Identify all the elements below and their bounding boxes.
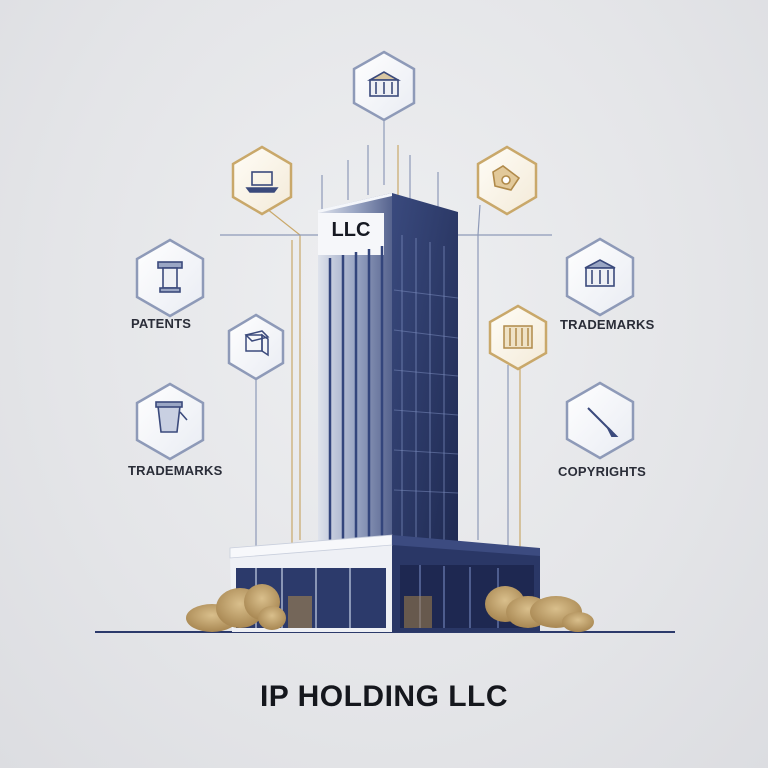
hex-bank [352, 50, 416, 122]
pen-icon [587, 407, 619, 437]
hex-building [488, 304, 548, 371]
hex-pen [565, 381, 635, 460]
label-patents: PATENTS [131, 316, 192, 331]
building-icon [503, 325, 533, 349]
laptop-icon [245, 171, 279, 193]
courthouse-icon [584, 259, 616, 287]
hex-box [227, 313, 285, 381]
hex-laptop [231, 145, 293, 216]
page-title: IP HOLDING LLC [259, 680, 509, 713]
box-icon [244, 330, 270, 357]
hex-globe [476, 145, 538, 216]
shrubs [186, 584, 594, 632]
connector-lines [220, 105, 552, 555]
hex-courthouse [565, 237, 635, 317]
label-trademarks-left: TRADEMARKS [128, 463, 223, 478]
label-copyrights: COPYRIGHTS [558, 464, 646, 479]
globe-icon [492, 165, 521, 191]
bucket-icon [155, 401, 188, 433]
label-trademarks-right: TRADEMARKS [560, 317, 655, 332]
building-sign: LLC [331, 219, 371, 241]
pillar-icon [157, 261, 183, 293]
bank-icon [366, 71, 402, 97]
hex-pillar [135, 238, 205, 318]
tower [318, 193, 459, 545]
hex-bucket [135, 382, 205, 461]
